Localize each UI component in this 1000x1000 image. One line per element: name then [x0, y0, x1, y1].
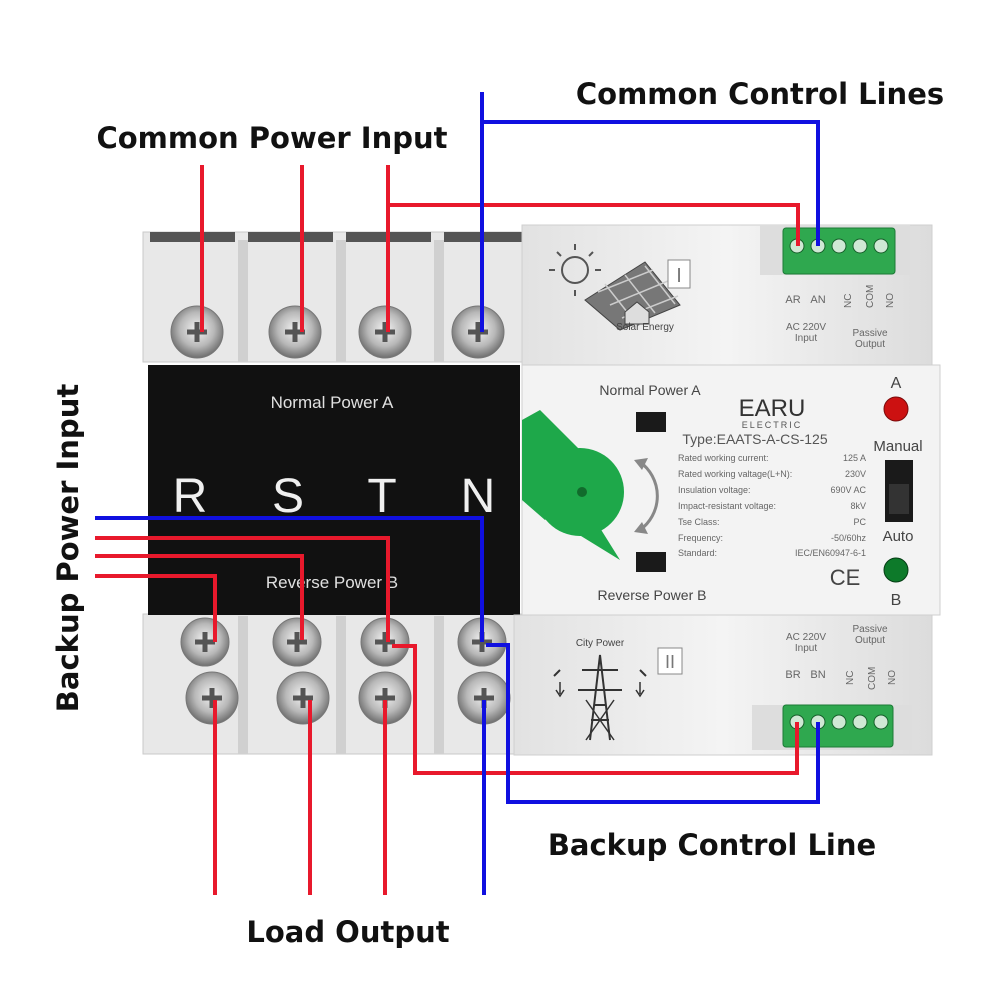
wire-backup-control-br: [392, 644, 799, 775]
top-ac-input: AC 220V: [786, 322, 826, 333]
top-terminal-an: AN: [810, 294, 825, 306]
wire-backup-input-2: [95, 554, 304, 640]
auto-label: Auto: [883, 528, 914, 545]
bottom-passive: Passive: [852, 624, 887, 635]
panel-normal-power-label: Normal Power A: [271, 393, 394, 412]
city-power-pylon-icon: [553, 654, 647, 741]
wire-backup-input-3: [95, 574, 217, 642]
top-nc: NC: [843, 294, 854, 308]
solar-logo-caption: Solar Energy: [616, 322, 674, 333]
wire-backup-neutral: [95, 516, 484, 642]
blue-neutral-wires: [95, 92, 820, 895]
manual-label: Manual: [873, 438, 922, 455]
bottom-output: Output: [855, 635, 885, 646]
spec-key: Tse Class:: [678, 517, 720, 527]
position-window-a: [636, 412, 666, 432]
bottom-com: COM: [867, 667, 878, 690]
spec-value: 690V AC: [830, 485, 866, 495]
spec-value: 230V: [845, 469, 866, 479]
bottom-terminal-br: BR: [785, 669, 800, 681]
top-passive: Passive: [852, 328, 887, 339]
indicator-led-b: [883, 557, 909, 583]
wire-control-an: [482, 120, 820, 246]
spec-value: PC: [853, 517, 866, 527]
top-com: COM: [865, 285, 876, 308]
callout-backup-power-input: Backup Power Input: [51, 384, 85, 713]
model-type: Type:EAATS-A-CS-125: [682, 431, 827, 447]
top-screw-terminals: [170, 305, 505, 359]
phase-label-t: T: [367, 470, 396, 523]
position-window-b: [636, 552, 666, 572]
bottom-nc: NC: [845, 671, 856, 685]
brand-sub: ELECTRIC: [742, 420, 803, 430]
top-output: Output: [855, 339, 885, 350]
indicator-led-a: [883, 396, 909, 422]
spec-value: 8kV: [850, 501, 866, 511]
rotation-arrow-icon: [639, 460, 659, 532]
main-controller-panel: Normal Power A Reverse Power B EARU ELEC…: [521, 364, 941, 616]
spec-value: 125 A: [843, 453, 866, 463]
spec-key: Frequency:: [678, 533, 723, 543]
spec-value: IEC/EN60947-6-1: [795, 548, 866, 558]
phase-label-s: S: [272, 470, 304, 523]
red-power-wires: [95, 165, 800, 895]
panel-reverse-power-label: Reverse Power B: [266, 573, 398, 592]
wire-backup-control-bn: [486, 643, 820, 804]
top-module-roman: I: [676, 265, 682, 287]
top-no: NO: [885, 293, 896, 308]
callout-load-output: Load Output: [246, 915, 449, 949]
phase-label-n: N: [461, 470, 496, 523]
controller-reverse-power-label: Reverse Power B: [598, 587, 707, 603]
solar-energy-icon: [549, 244, 681, 331]
bottom-ac-input: AC 220V: [786, 632, 826, 643]
spec-value: -50/60hz: [831, 533, 867, 543]
spec-key: Rated working valtage(L+N):: [678, 469, 792, 479]
ce-mark: CE: [830, 565, 861, 590]
callout-common-power-input: Common Power Input: [96, 121, 447, 155]
bottom-no: NO: [887, 670, 898, 685]
wire-control-ar: [388, 203, 800, 246]
transfer-handle-knob[interactable]: [522, 410, 624, 560]
bottom-controller-module: City Power II AC 220V Input BR BN Passiv…: [513, 614, 933, 756]
controller-normal-power-label: Normal Power A: [599, 382, 701, 398]
spec-key: Standard:: [678, 548, 717, 558]
indicator-a-label: A: [891, 375, 902, 392]
bottom-input-word: Input: [795, 643, 817, 654]
spec-key: Insulation voltage:: [678, 485, 751, 495]
phase-label-r: R: [173, 470, 208, 523]
spec-key: Impact-resistant voltage:: [678, 501, 776, 511]
bottom-terminal-bn: BN: [810, 669, 825, 681]
indicator-b-label: B: [891, 592, 902, 609]
brand-logo: EARU: [739, 395, 806, 422]
black-phase-panel: Normal Power A Reverse Power B R S T N: [148, 365, 520, 615]
spec-key: Rated working current:: [678, 453, 769, 463]
callout-common-control-lines: Common Control Lines: [576, 77, 944, 111]
top-input-word: Input: [795, 333, 817, 344]
top-terminal-ar: AR: [785, 294, 800, 306]
top-controller-module: Solar Energy I AR AN AC 220V Input NC CO…: [521, 224, 933, 366]
city-power-caption: City Power: [576, 638, 625, 649]
wire-backup-input-1: [95, 536, 390, 642]
callout-backup-control-line: Backup Control Line: [548, 828, 876, 862]
bottom-module-roman: II: [665, 652, 675, 672]
spec-table: Rated working current: 125 A Rated worki…: [678, 453, 866, 558]
